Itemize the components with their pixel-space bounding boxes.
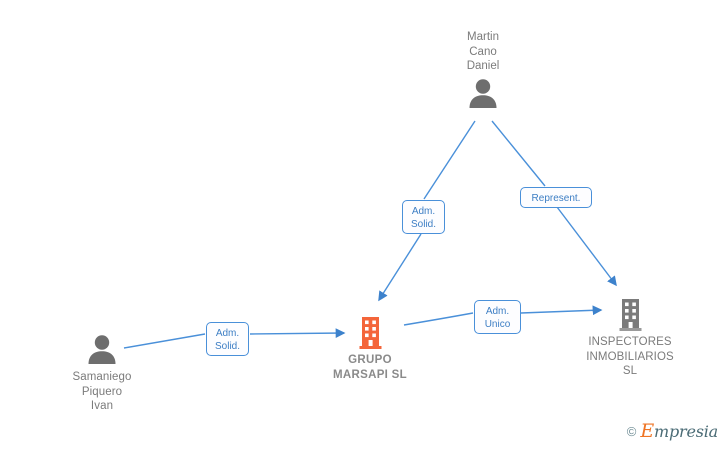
edge-label-adm-solid-samaniego-grupo[interactable]: Adm. Solid. bbox=[206, 322, 249, 356]
person-icon bbox=[32, 330, 172, 370]
node-label-samaniego-piquero-ivan: Samaniego Piquero Ivan bbox=[72, 371, 132, 412]
node-company-inspectores-inmobiliarios-sl[interactable]: INSPECTORES INMOBILIARIOS SL bbox=[560, 295, 700, 379]
node-person-samaniego-piquero-ivan[interactable]: Samaniego Piquero Ivan bbox=[32, 330, 172, 414]
node-person-martin-cano-daniel[interactable]: Martin Cano Daniel bbox=[413, 30, 553, 114]
edge-label-adm-solid-martin-grupo[interactable]: Adm. Solid. bbox=[402, 200, 445, 234]
node-label-grupo-marsapi-sl: GRUPO MARSAPI SL bbox=[333, 354, 407, 381]
edge-label-adm-unico-grupo-inspectores[interactable]: Adm. Unico bbox=[474, 300, 521, 334]
building-icon bbox=[300, 313, 440, 353]
edge-line-martin-inspectores-lower bbox=[556, 206, 617, 287]
person-icon bbox=[413, 74, 553, 114]
building-icon bbox=[560, 295, 700, 335]
edge-line-martin-inspectores-upper bbox=[491, 120, 546, 187]
node-label-martin-cano-daniel: Martin Cano Daniel bbox=[466, 31, 500, 72]
brand-rest: mpresia bbox=[654, 422, 718, 441]
copyright-icon: © bbox=[626, 423, 637, 439]
brand-logo: Empresia bbox=[640, 420, 718, 442]
edge-label-represent-martin-inspectores[interactable]: Represent. bbox=[520, 187, 592, 208]
edge-line-martin-grupo-upper bbox=[423, 120, 476, 200]
brand-initial: E bbox=[640, 420, 654, 442]
empresia-watermark: © Empresia bbox=[627, 420, 718, 442]
node-company-grupo-marsapi-sl[interactable]: GRUPO MARSAPI SL bbox=[300, 313, 440, 382]
node-label-inspectores-inmobiliarios-sl: INSPECTORES INMOBILIARIOS SL bbox=[586, 336, 674, 377]
edge-line-martin-grupo-lower bbox=[378, 233, 422, 302]
